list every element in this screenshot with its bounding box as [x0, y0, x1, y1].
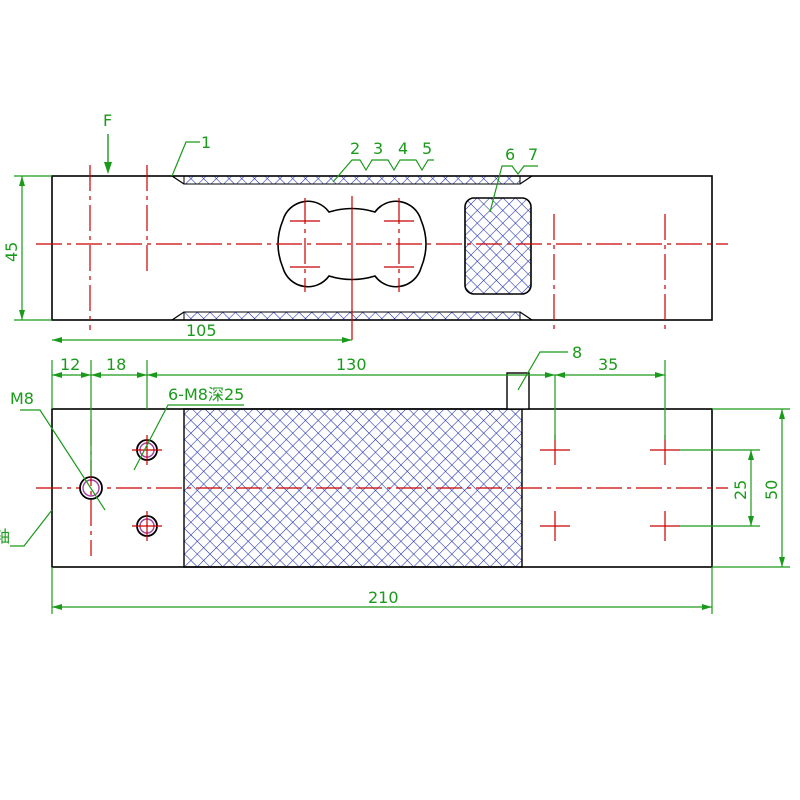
- cable-stub: [506, 372, 530, 410]
- dim-105-arrow-right: [342, 337, 352, 343]
- dim-chain-arrow-5: [147, 372, 157, 378]
- dim-210-arrow-right: [702, 604, 712, 610]
- top-strip-chamfer-left: [171, 175, 185, 185]
- dim-chain-arrow-1: [52, 372, 62, 378]
- dim-12-label: 12: [60, 355, 80, 374]
- force-label: F: [103, 111, 112, 130]
- m8-label: M8: [10, 389, 34, 408]
- callout-2-5-leader: [332, 159, 434, 183]
- dim-130-label: 130: [336, 355, 367, 374]
- callout-7: 7: [528, 145, 538, 164]
- callout-8-leader: [517, 351, 568, 391]
- callout-6: 6: [505, 145, 515, 164]
- dim-chain-arrow-8: [655, 372, 665, 378]
- dim-50-arrow-bottom: [779, 557, 785, 567]
- callout-1-leader: [171, 141, 200, 177]
- callout-3: 3: [373, 139, 383, 158]
- callout-8: 8: [572, 343, 582, 362]
- top-view: F 1 2 3 4 5 6 7 45 105: [2, 111, 728, 343]
- dim-chain-arrow-6: [545, 372, 555, 378]
- callout-1: 1: [201, 133, 211, 152]
- callout-4: 4: [398, 139, 408, 158]
- dim-45-label: 45: [2, 242, 21, 262]
- callout-6-7-leader: [489, 165, 538, 213]
- dim-chain-arrow-3: [91, 372, 101, 378]
- top-strip-chamfer-right: [519, 175, 533, 185]
- dim-chain-arrow-7: [555, 372, 565, 378]
- dim-105-arrow-left: [52, 337, 62, 343]
- dim-50-arrow-top: [779, 409, 785, 419]
- dim-18-label: 18: [106, 355, 126, 374]
- potting-pad: [464, 197, 532, 295]
- front-view: 12 18 130 35 8 M8 6-M8深25 轴 25 50: [0, 343, 790, 614]
- axis-mark-label: 轴: [0, 527, 10, 546]
- dim-50-label: 50: [762, 480, 781, 500]
- holes-spec-label: 6-M8深25: [168, 385, 244, 404]
- dim-210-arrow-left: [52, 604, 62, 610]
- holes-spec-leader: [133, 404, 244, 471]
- dim-105-label: 105: [186, 321, 217, 340]
- dim-25-arrow-bottom: [748, 516, 754, 526]
- m8-leader: [20, 409, 106, 511]
- dim-chain-arrow-4: [137, 372, 147, 378]
- bottom-strip-chamfer-right: [519, 311, 533, 321]
- top-gauge-strip: [183, 175, 521, 185]
- dim-45-arrow-bottom: [19, 310, 25, 320]
- callout-2: 2: [350, 139, 360, 158]
- dim-25-arrow-top: [748, 450, 754, 460]
- force-arrow-head: [104, 162, 112, 174]
- dim-45-arrow-top: [19, 176, 25, 186]
- axis-leader: [10, 509, 53, 547]
- bottom-strip-chamfer-left: [171, 311, 185, 321]
- dim-35-label: 35: [598, 355, 618, 374]
- dim-25-label: 25: [731, 480, 750, 500]
- front-hatched-area: [183, 408, 523, 568]
- dim-210-label: 210: [368, 588, 399, 607]
- callout-5: 5: [422, 139, 432, 158]
- dim-chain-arrow-2: [81, 372, 91, 378]
